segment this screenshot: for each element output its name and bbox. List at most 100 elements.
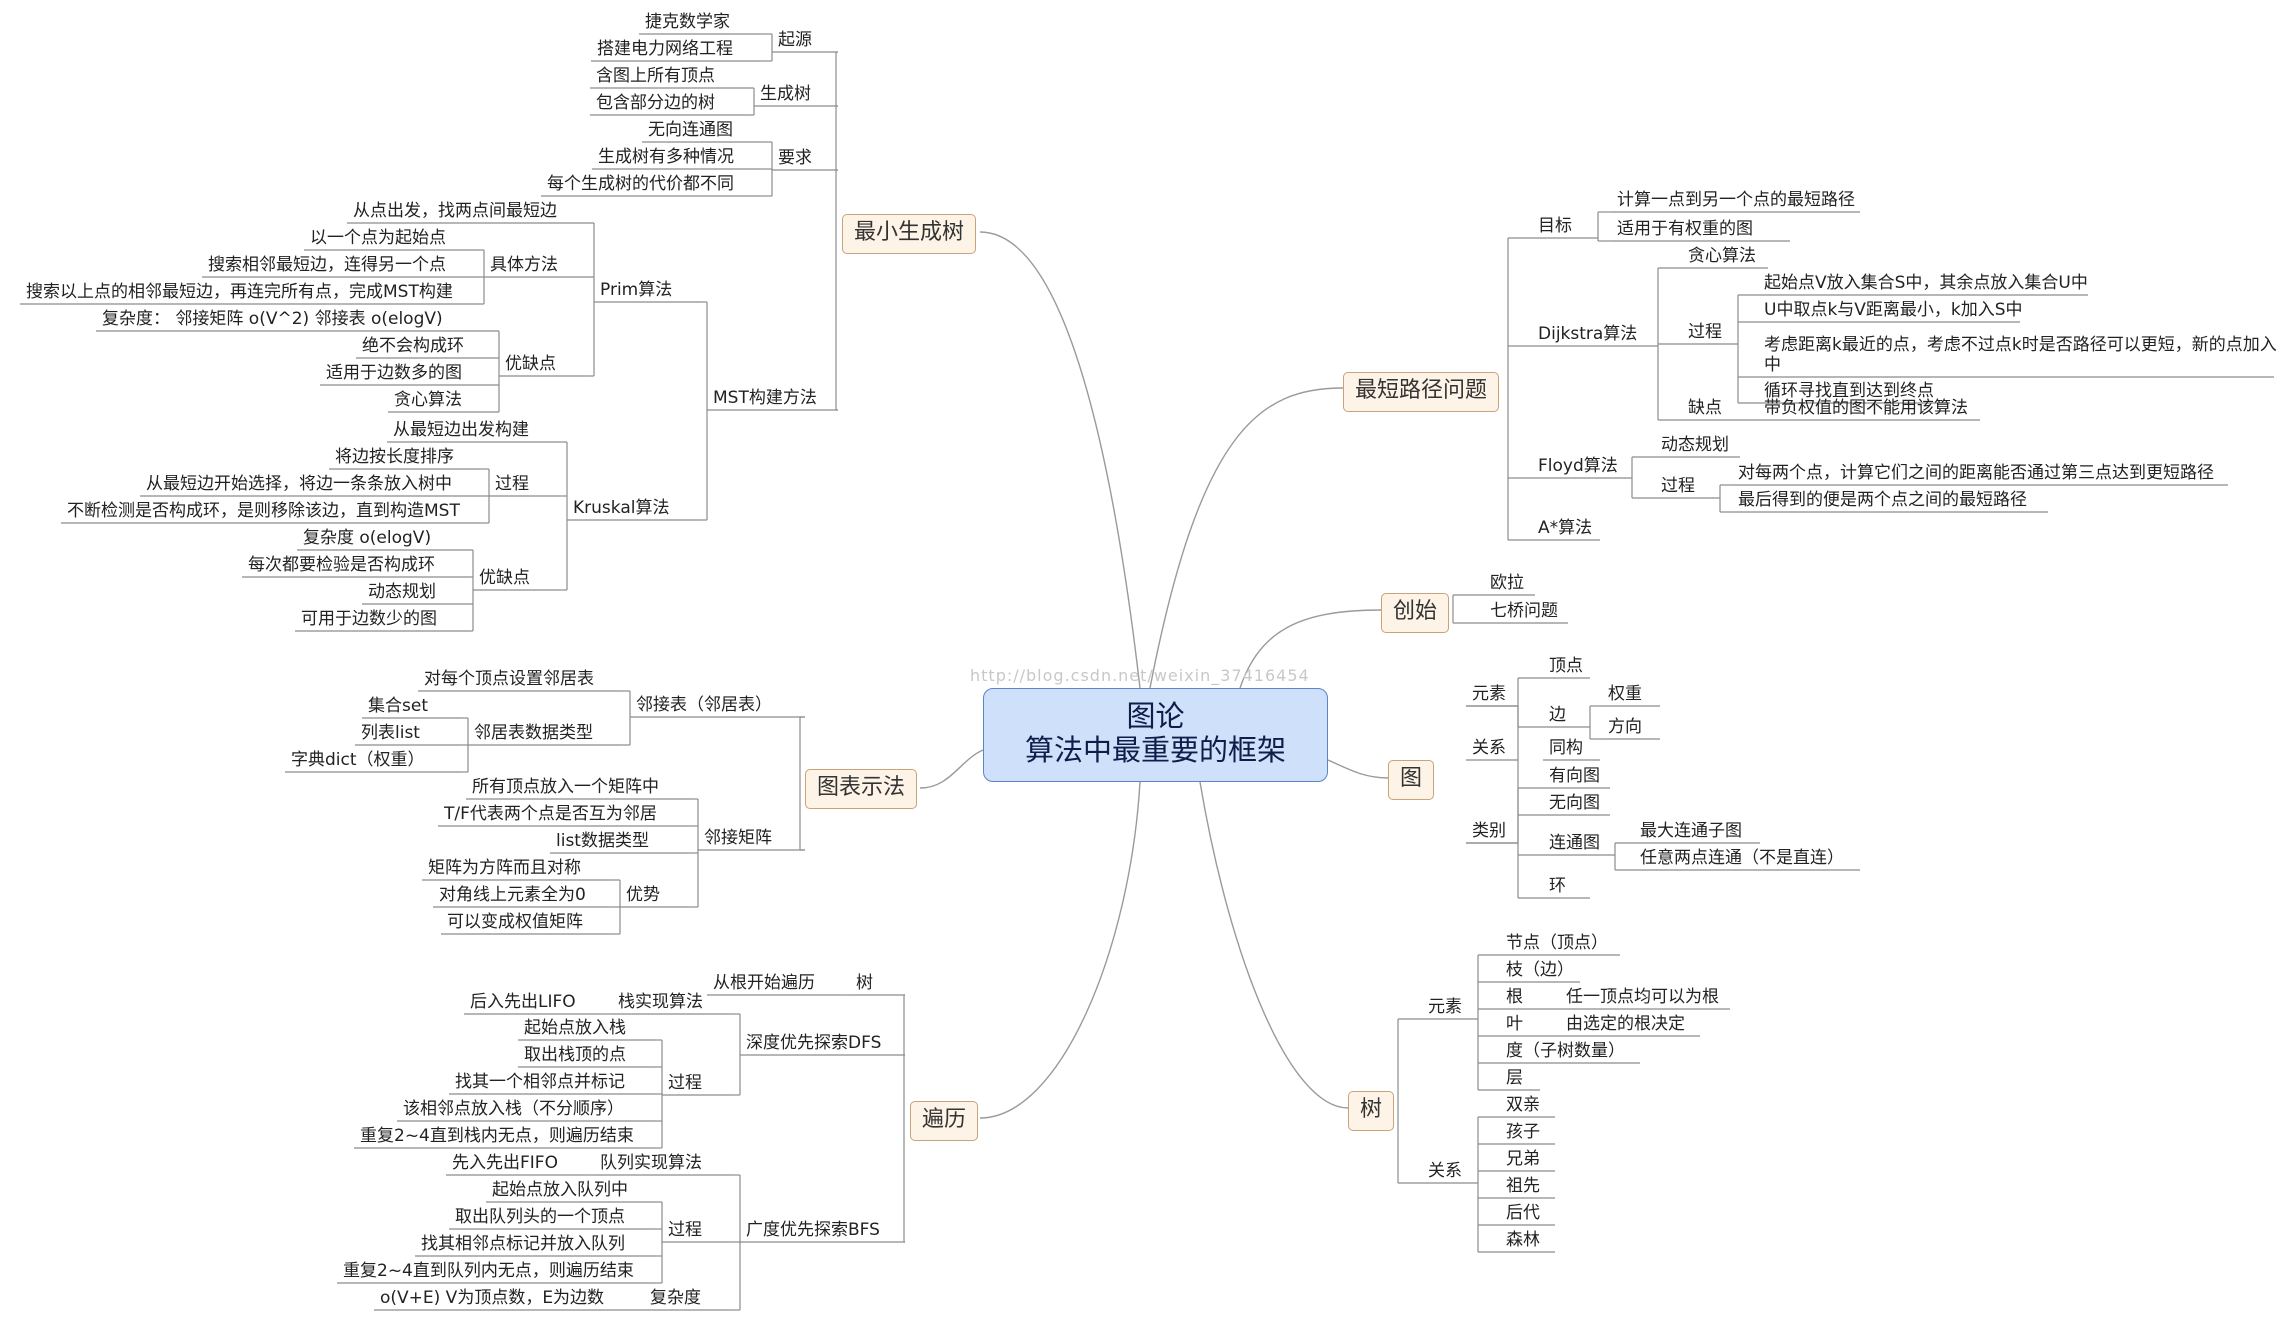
tree-elements[interactable]: 元素 — [1428, 997, 1462, 1017]
graph-vertex[interactable]: 顶点 — [1549, 656, 1583, 676]
graph-relation[interactable]: 关系 — [1472, 738, 1506, 758]
kruskal-pros-dp[interactable]: 动态规划 — [368, 582, 436, 602]
dijkstra-cons-negative[interactable]: 带负权值的图不能用该算法 — [1764, 398, 1968, 418]
branch-mst[interactable]: 最小生成树 — [842, 214, 977, 254]
graph-any-two-connected[interactable]: 任意两点连通（不是直连） — [1640, 848, 1844, 868]
dfs-process[interactable]: 过程 — [668, 1073, 702, 1093]
mst-st-edges[interactable]: 包含部分边的树 — [596, 93, 715, 113]
dfs-step-3[interactable]: 找其一个相邻点并标记 — [455, 1072, 625, 1092]
floyd-step-1[interactable]: 对每两个点，计算它们之间的距离能否通过第三点达到更短路径 — [1738, 463, 2214, 483]
matrix-list-type[interactable]: list数据类型 — [556, 831, 649, 851]
branch-origin[interactable]: 创始 — [1381, 593, 1450, 633]
traversal-tree[interactable]: 树 — [856, 973, 873, 993]
floyd-process[interactable]: 过程 — [1661, 476, 1695, 496]
tree-branch[interactable]: 枝（边） — [1506, 960, 1574, 980]
tree-relations[interactable]: 关系 — [1428, 1161, 1462, 1181]
sp-goal-1[interactable]: 计算一点到另一个点的最短路径 — [1617, 190, 1855, 210]
tree-leaf-note[interactable]: 由选定的根决定 — [1566, 1014, 1685, 1034]
adjlist-set[interactable]: 集合set — [368, 696, 428, 716]
kruskal-pros[interactable]: 优缺点 — [479, 568, 530, 588]
adjacency-matrix[interactable]: 邻接矩阵 — [704, 828, 772, 848]
graph-directed[interactable]: 有向图 — [1549, 766, 1600, 786]
central-topic[interactable]: 图论 算法中最重要的框架 — [983, 688, 1328, 782]
dfs-step-5[interactable]: 重复2~4直到栈内无点，则遍历结束 — [360, 1126, 634, 1146]
floyd-step-2[interactable]: 最后得到的便是两个点之间的最短路径 — [1738, 490, 2027, 510]
tree-level[interactable]: 层 — [1506, 1068, 1523, 1088]
mst-origin-power[interactable]: 搭建电力网络工程 — [597, 39, 733, 59]
origin-euler[interactable]: 欧拉 — [1490, 573, 1524, 593]
kruskal[interactable]: Kruskal算法 — [573, 498, 670, 518]
graph-connected[interactable]: 连通图 — [1549, 833, 1600, 853]
tree-node[interactable]: 节点（顶点） — [1506, 933, 1608, 953]
prim-start[interactable]: 从点出发，找两点间最短边 — [353, 201, 557, 221]
dfs[interactable]: 深度优先探索DFS — [746, 1033, 882, 1053]
mst-origin-czech[interactable]: 捷克数学家 — [645, 12, 730, 32]
dijkstra[interactable]: Dijkstra算法 — [1538, 324, 1638, 344]
dfs-stack[interactable]: 栈实现算法 — [618, 992, 703, 1012]
bfs-process[interactable]: 过程 — [668, 1220, 702, 1240]
branch-traversal[interactable]: 遍历 — [910, 1101, 979, 1141]
graph-isomorphism[interactable]: 同构 — [1549, 738, 1583, 758]
floyd[interactable]: Floyd算法 — [1538, 456, 1618, 476]
matrix-adv-weights[interactable]: 可以变成权值矩阵 — [447, 912, 583, 932]
branch-representation[interactable]: 图表示法 — [805, 769, 918, 809]
mst-requirement[interactable]: 要求 — [778, 148, 812, 168]
traversal-from-root[interactable]: 从根开始遍历 — [713, 973, 815, 993]
mst-req-cost[interactable]: 每个生成树的代价都不同 — [547, 174, 734, 194]
dijkstra-step-2[interactable]: U中取点k与V距离最小，k加入S中 — [1764, 300, 2023, 320]
mst-build[interactable]: MST构建方法 — [713, 388, 817, 408]
branch-tree[interactable]: 树 — [1348, 1091, 1395, 1131]
dijkstra-greedy[interactable]: 贪心算法 — [1688, 246, 1756, 266]
branch-shortest-path[interactable]: 最短路径问题 — [1343, 372, 1500, 412]
prim-pros[interactable]: 优缺点 — [505, 354, 556, 374]
tree-root-note[interactable]: 任一顶点均可以为根 — [1566, 987, 1719, 1007]
bfs-queue[interactable]: 队列实现算法 — [600, 1153, 702, 1173]
kruskal-process-1[interactable]: 将边按长度排序 — [335, 447, 454, 467]
dijkstra-step-3[interactable]: 考虑距离k最近的点，考虑不过点k时是否路径可以更短，新的点加入S中 — [1764, 335, 2277, 375]
sp-goal[interactable]: 目标 — [1538, 216, 1572, 236]
bfs-step-3[interactable]: 找其相邻点标记并放入队列 — [421, 1234, 625, 1254]
graph-edge-direction[interactable]: 方向 — [1608, 717, 1642, 737]
mst-req-multi[interactable]: 生成树有多种情况 — [598, 147, 734, 167]
tree-rel-parent[interactable]: 双亲 — [1506, 1095, 1540, 1115]
tree-rel-forest[interactable]: 森林 — [1506, 1230, 1540, 1250]
kruskal-process[interactable]: 过程 — [495, 474, 529, 494]
tree-degree[interactable]: 度（子树数量） — [1506, 1041, 1625, 1061]
graph-undirected[interactable]: 无向图 — [1549, 793, 1600, 813]
bfs-step-4[interactable]: 重复2~4直到队列内无点，则遍历结束 — [343, 1261, 634, 1281]
tree-rel-descendant[interactable]: 后代 — [1506, 1203, 1540, 1223]
dfs-step-1[interactable]: 起始点放入栈 — [524, 1018, 626, 1038]
matrix-adv-square[interactable]: 矩阵为方阵而且对称 — [428, 858, 581, 878]
tree-leaf[interactable]: 叶 — [1506, 1014, 1523, 1034]
prim[interactable]: Prim算法 — [600, 280, 673, 300]
bfs-step-1[interactable]: 起始点放入队列中 — [492, 1180, 628, 1200]
kruskal-process-2[interactable]: 从最短边开始选择，将边一条条放入树中 — [146, 474, 452, 494]
kruskal-start[interactable]: 从最短边出发构建 — [393, 420, 529, 440]
dijkstra-process[interactable]: 过程 — [1688, 322, 1722, 342]
adjlist-list[interactable]: 列表list — [361, 723, 420, 743]
adjlist-dict[interactable]: 字典dict（权重） — [291, 750, 425, 770]
dfs-step-2[interactable]: 取出栈顶的点 — [524, 1045, 626, 1065]
bfs-step-2[interactable]: 取出队列头的一个顶点 — [455, 1207, 625, 1227]
kruskal-pros-sparse[interactable]: 可用于边数少的图 — [301, 609, 437, 629]
tree-rel-sibling[interactable]: 兄弟 — [1506, 1149, 1540, 1169]
astar[interactable]: A*算法 — [1538, 518, 1593, 538]
graph-types[interactable]: 类别 — [1472, 821, 1506, 841]
tree-rel-child[interactable]: 孩子 — [1506, 1122, 1540, 1142]
matrix-tf[interactable]: T/F代表两个点是否互为邻居 — [444, 804, 657, 824]
bfs-fifo[interactable]: 先入先出FIFO — [452, 1153, 558, 1173]
origin-seven-bridges[interactable]: 七桥问题 — [1490, 601, 1558, 621]
bfs-complexity[interactable]: 复杂度 — [650, 1288, 701, 1308]
graph-elements[interactable]: 元素 — [1472, 684, 1506, 704]
graph-edge[interactable]: 边 — [1549, 705, 1566, 725]
dijkstra-cons[interactable]: 缺点 — [1688, 398, 1722, 418]
tree-root[interactable]: 根 — [1506, 987, 1523, 1007]
matrix-all-vertices[interactable]: 所有顶点放入一个矩阵中 — [472, 777, 659, 797]
adjlist-neighbor-table[interactable]: 对每个顶点设置邻居表 — [424, 669, 594, 689]
floyd-dp[interactable]: 动态规划 — [1661, 435, 1729, 455]
prim-method-3[interactable]: 搜索以上点的相邻最短边，再连完所有点，完成MST构建 — [26, 282, 453, 302]
prim-method[interactable]: 具体方法 — [490, 255, 558, 275]
mst-origin[interactable]: 起源 — [778, 30, 812, 50]
prim-pros-complexity[interactable]: 复杂度： 邻接矩阵 o(V^2) 邻接表 o(elogV) — [102, 309, 443, 329]
adjlist-data-type[interactable]: 邻居表数据类型 — [474, 723, 593, 743]
